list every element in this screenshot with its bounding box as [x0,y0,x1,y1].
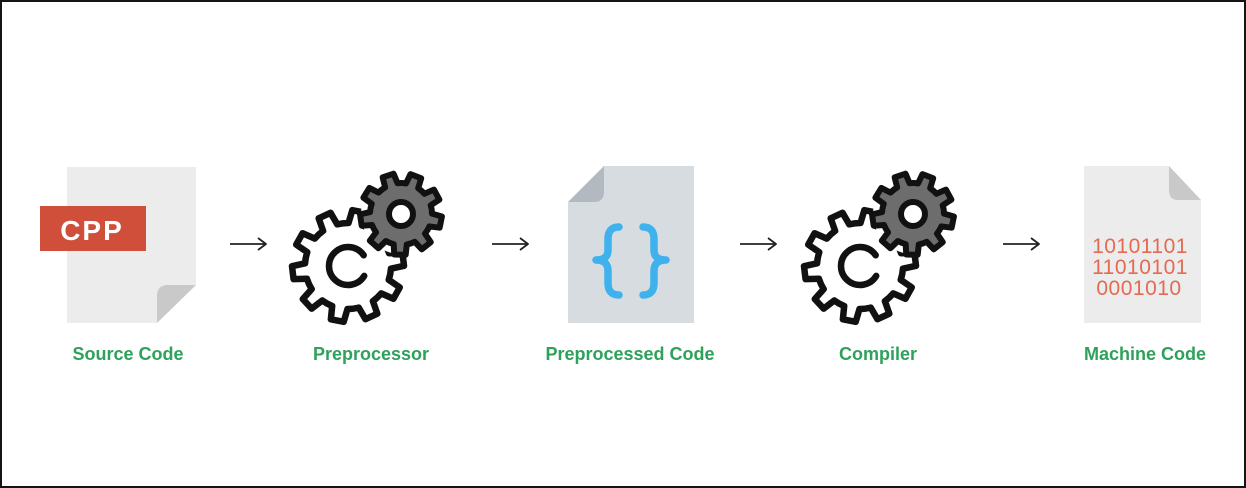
binary-line-1: 10101101 [1092,235,1188,258]
step-machine-code: 10101101 11010101 0001010 [1082,165,1204,325]
binary-file-icon: 10101101 11010101 0001010 [1084,166,1201,323]
arrow-right-icon [1003,237,1040,251]
gears-icon [800,170,957,326]
label-preprocessed-code: Preprocessed Code [545,344,715,364]
label-preprocessor: Preprocessor [312,344,430,364]
small-gear [869,170,957,258]
cpp-badge-text: CPP [60,215,124,246]
step-preprocessed-code [566,165,696,325]
step-compiler [800,166,964,326]
step-source-code: CPP [40,165,200,327]
label-source-code: Source Code [72,344,184,364]
arrow-right-icon [230,237,267,251]
label-compiler: Compiler [838,344,917,364]
arrow-right-icon [740,237,777,251]
binary-line-2: 11010101 [1092,256,1188,279]
small-gear [357,170,445,258]
gears-icon [288,170,445,326]
cpp-file-icon: CPP [40,167,196,323]
braces-glyph [592,223,670,299]
binary-line-3: 0001010 [1096,277,1181,300]
step-preprocessor [288,166,452,326]
label-machine-code: Machine Code [1083,344,1207,364]
cpp-badge [40,206,146,251]
braces-file-icon [568,166,694,323]
arrow-right-icon [492,237,529,251]
